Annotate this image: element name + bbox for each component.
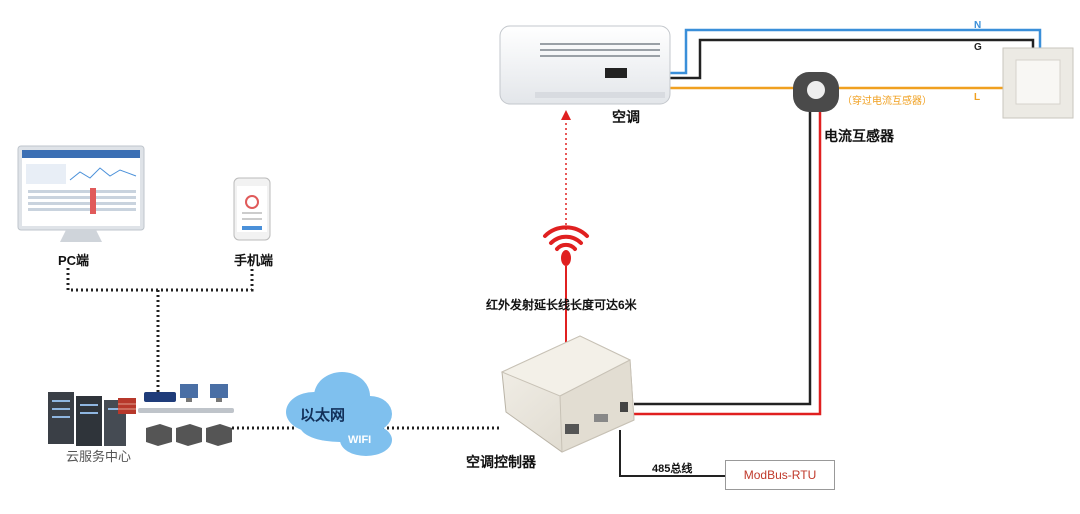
client-link (66, 268, 254, 292)
current-transformer-icon (793, 72, 839, 112)
bus-485-label: 485总线 (652, 463, 693, 475)
controller-label: 空调控制器 (466, 454, 536, 470)
bus-485-line (619, 430, 726, 477)
firewall-icon (118, 398, 136, 414)
ct-wire-black (634, 112, 812, 406)
ir-signal-icon (543, 225, 589, 251)
power-wires (668, 28, 1042, 90)
cloud-icon (286, 372, 392, 456)
wall-socket-icon (1002, 47, 1074, 119)
modbus-rtu-box: ModBus-RTU (725, 460, 835, 490)
air-conditioner-icon (499, 25, 671, 105)
router-icon (144, 392, 176, 402)
air-conditioner-label: 空调 (612, 109, 640, 125)
current-transformer-label: 电流互感器 (824, 128, 894, 144)
pass-through-note: （穿过电流互感器） (842, 96, 932, 107)
workstation-icon (180, 384, 228, 402)
ethernet-label: 以太网 (300, 407, 346, 424)
wire-label-n: N (974, 20, 982, 31)
server-rack-icon (48, 392, 126, 446)
pc-monitor-icon (17, 145, 145, 242)
mobile-label: 手机端 (234, 253, 274, 268)
pc-label: PC端 (58, 253, 90, 268)
wire-label-l: L (974, 92, 981, 103)
wifi-label: WIFI (348, 434, 372, 446)
mobile-phone-icon (233, 177, 271, 241)
controller-box-icon (500, 335, 635, 453)
wire-label-g: G (974, 42, 982, 53)
ct-wire-red (634, 112, 822, 416)
cloud-center-label: 云服务中心 (66, 449, 132, 464)
ir-note-label: 红外发射延长线长度可达6米 (486, 298, 637, 312)
